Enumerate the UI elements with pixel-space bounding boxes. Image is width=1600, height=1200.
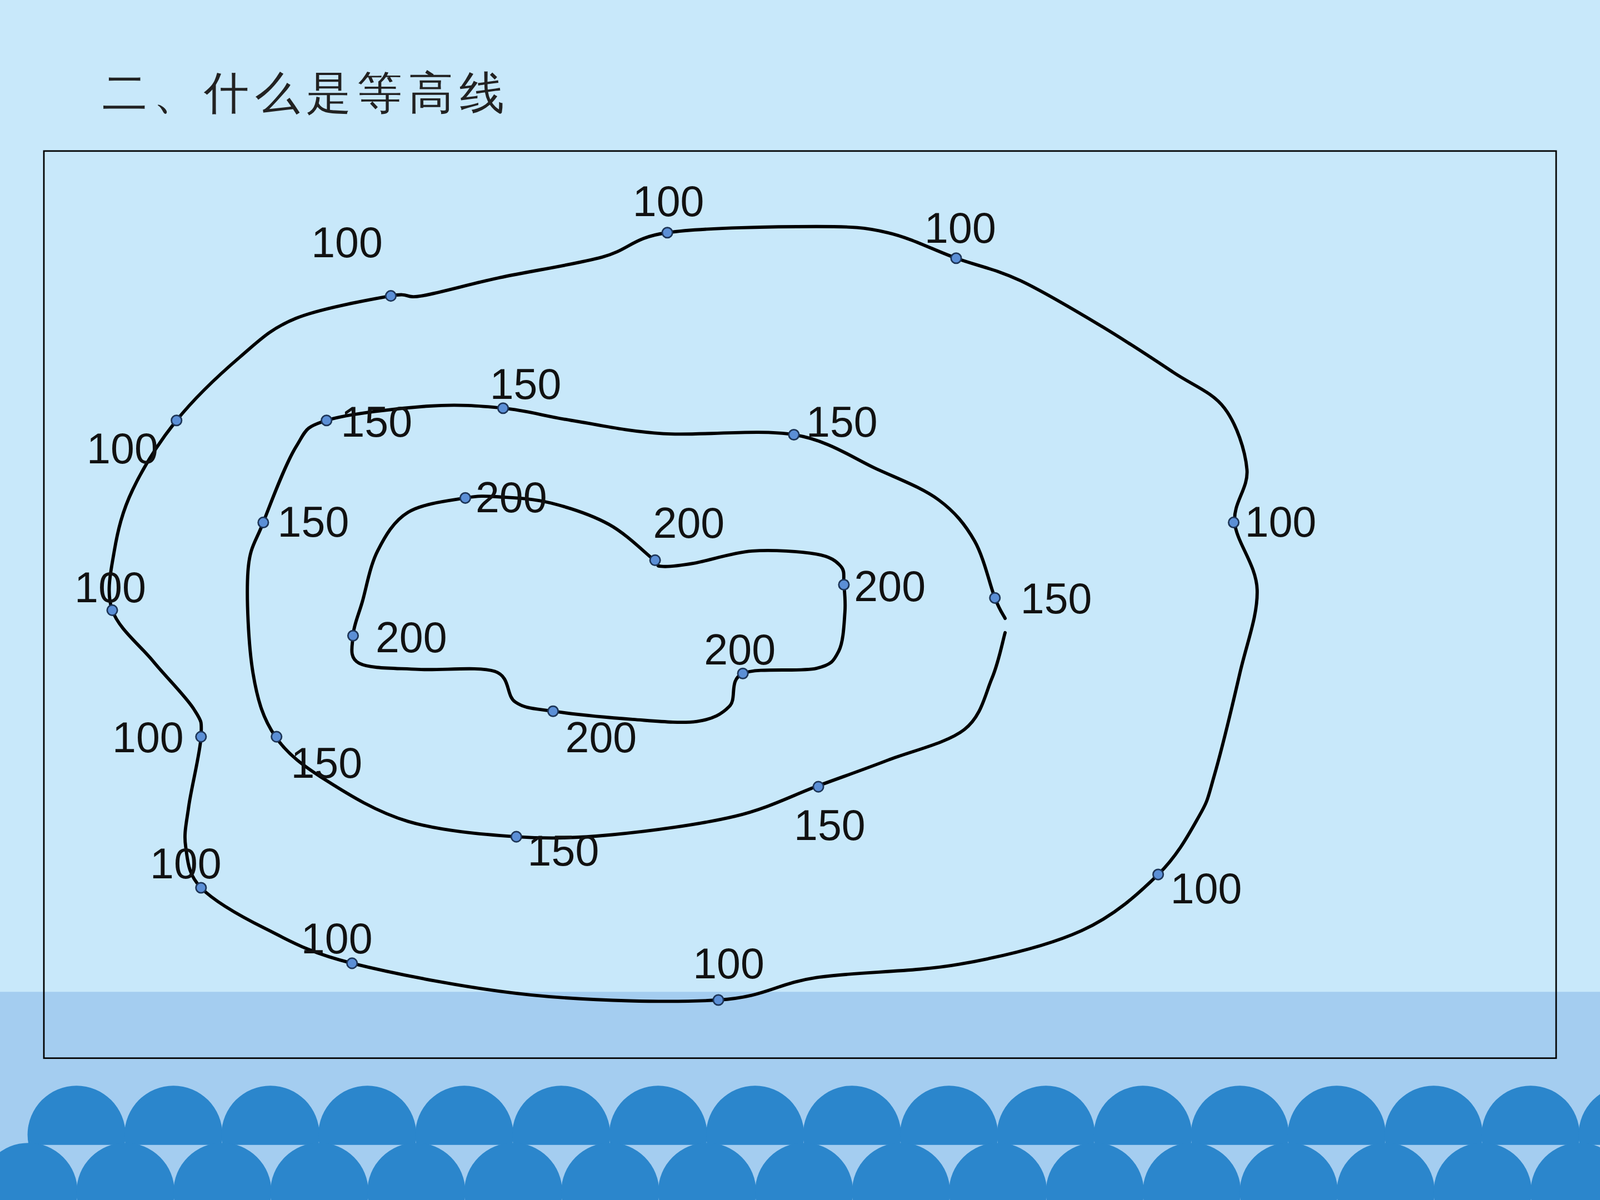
elevation-dot	[951, 253, 962, 264]
elevation-dot	[547, 706, 558, 717]
elevation-label: 100	[74, 566, 147, 609]
wave-scallop	[0, 1142, 78, 1200]
elevation-label: 150	[527, 829, 600, 873]
wave-scallop	[561, 1142, 659, 1200]
elevation-label: 200	[475, 476, 548, 520]
wave-border	[0, 1085, 1600, 1200]
elevation-label: 100	[924, 207, 997, 250]
wave-scallop	[173, 1142, 272, 1200]
elevation-label: 150	[793, 803, 866, 847]
wave-scallop	[76, 1142, 175, 1200]
elevation-dot	[171, 415, 182, 426]
elevation-dot	[838, 579, 849, 590]
wave-scallop	[1433, 1142, 1532, 1200]
elevation-dot	[321, 415, 332, 426]
elevation-label: 200	[703, 628, 776, 672]
wave-scallop	[1336, 1142, 1435, 1200]
elevation-dot	[813, 781, 824, 792]
wave-scallop	[270, 1142, 369, 1200]
elevation-dot	[385, 290, 396, 301]
elevation-label: 150	[1020, 577, 1093, 621]
elevation-label: 150	[490, 363, 562, 407]
wave-scallop	[1046, 1142, 1144, 1200]
elevation-label: 100	[311, 221, 383, 265]
wave-scallop	[755, 1142, 853, 1200]
elevation-label: 150	[806, 401, 878, 444]
elevation-dot	[347, 630, 358, 641]
elevation-dot	[196, 731, 207, 742]
contour-150	[247, 405, 1005, 838]
elevation-label: 100	[1170, 867, 1243, 910]
wave-scallop	[1142, 1142, 1241, 1200]
contour-100	[108, 226, 1257, 1002]
wave-scallop	[948, 1142, 1047, 1200]
elevation-label: 100	[692, 942, 765, 986]
elevation-points	[107, 227, 1239, 1006]
elevation-dot	[1153, 869, 1164, 880]
elevation-label: 100	[301, 917, 373, 960]
wave-scallop	[1530, 1142, 1600, 1200]
elevation-label: 200	[853, 565, 926, 609]
elevation-dot	[788, 429, 799, 440]
elevation-label: 100	[1245, 501, 1317, 544]
contour-lines	[108, 226, 1257, 1002]
elevation-label: 100	[86, 427, 159, 471]
wave-scallop	[658, 1142, 757, 1200]
elevation-label: 200	[653, 502, 725, 545]
wave-scallop	[852, 1142, 950, 1200]
elevation-dot	[650, 555, 660, 565]
elevation-dot	[1228, 517, 1239, 528]
elevation-label: 100	[632, 180, 705, 224]
elevation-label: 100	[150, 842, 222, 886]
elevation-dot	[662, 227, 673, 238]
elevation-dot	[258, 517, 269, 528]
elevation-dot	[511, 831, 522, 842]
elevation-label: 100	[112, 716, 184, 759]
elevation-dot	[990, 592, 1000, 603]
elevation-dot	[460, 492, 470, 503]
wave-scallop	[367, 1142, 465, 1200]
elevation-dot	[713, 995, 724, 1005]
elevation-label: 200	[375, 616, 448, 659]
elevation-label: 150	[290, 741, 363, 785]
slide-title: 二、什么是等高线	[102, 63, 511, 124]
elevation-dot	[271, 731, 282, 742]
wave-scallop	[1240, 1142, 1338, 1200]
elevation-label: 200	[565, 716, 638, 759]
elevation-label: 150	[277, 501, 350, 544]
wave-scallop	[464, 1142, 563, 1200]
elevation-label: 150	[340, 401, 413, 444]
map-frame	[43, 151, 1557, 1059]
contour-200	[351, 496, 845, 723]
